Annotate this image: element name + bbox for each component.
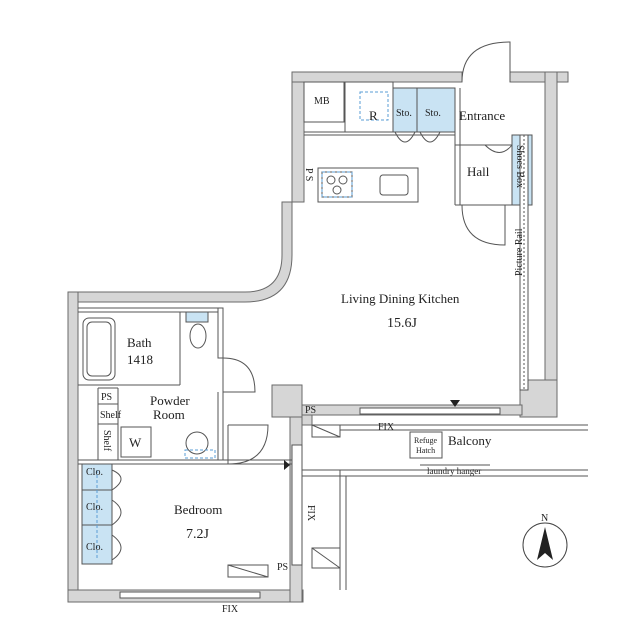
entrance-label: Entrance — [459, 108, 505, 123]
picture-rail-label: Picture Rail — [514, 228, 525, 276]
pipe-space-mid: PS — [305, 405, 316, 416]
fix-label-side: FIX — [305, 505, 316, 522]
storage-label-1: Sto. — [396, 108, 412, 119]
ldk-label: Living Dining Kitchen — [341, 291, 460, 306]
bedroom-label: Bedroom — [174, 502, 222, 517]
bedroom-size: 7.2J — [186, 527, 210, 542]
balcony-label: Balcony — [448, 433, 492, 448]
markers — [284, 400, 460, 470]
closet-label-2: Clo. — [86, 502, 103, 513]
fix-label-bottom: FIX — [222, 604, 239, 615]
refuge-label: Refuge — [414, 436, 438, 445]
windows — [119, 134, 529, 599]
pipe-space-left: PS — [101, 392, 112, 403]
north-label: N — [541, 513, 548, 524]
pipe-space-bottom: PS — [277, 562, 288, 573]
room-label: Room — [153, 407, 185, 422]
shelf-label-1: Shelf — [100, 410, 122, 421]
bath-label: Bath — [127, 335, 152, 350]
sink — [185, 431, 209, 455]
toilet — [189, 323, 207, 349]
north-arrow-icon — [537, 527, 553, 560]
doors — [111, 41, 513, 561]
shelf-label-2: Shelf — [101, 430, 112, 452]
refrigerator-label: R — [369, 108, 378, 123]
fix-label-top: FIX — [378, 422, 395, 433]
fixtures — [82, 91, 389, 459]
washer — [120, 426, 152, 458]
shoes-box-label: Shoes Box — [514, 145, 525, 188]
powder-label: Powder — [150, 393, 190, 408]
pipe-space-top: P S — [303, 168, 314, 181]
hall-label: Hall — [467, 164, 490, 179]
bath-size: 1418 — [127, 352, 153, 367]
hatch-label: Hatch — [416, 446, 435, 455]
refuge-hatch — [409, 431, 443, 459]
interior-walls — [78, 81, 533, 565]
laundry-hanger-label: laundry hanger — [427, 466, 481, 476]
mb-label: MB — [314, 96, 330, 107]
washer-label: W — [129, 435, 142, 450]
storage-label-2: Sto. — [425, 108, 441, 119]
closet-label-1: Clo. — [86, 467, 103, 478]
north-compass — [522, 522, 568, 568]
closet-label-3: Clo. — [86, 542, 103, 553]
room-labels: MB R Sto. Sto. Entrance P S Hall Shoes B… — [86, 96, 548, 615]
ldk-size: 15.6J — [387, 316, 418, 331]
